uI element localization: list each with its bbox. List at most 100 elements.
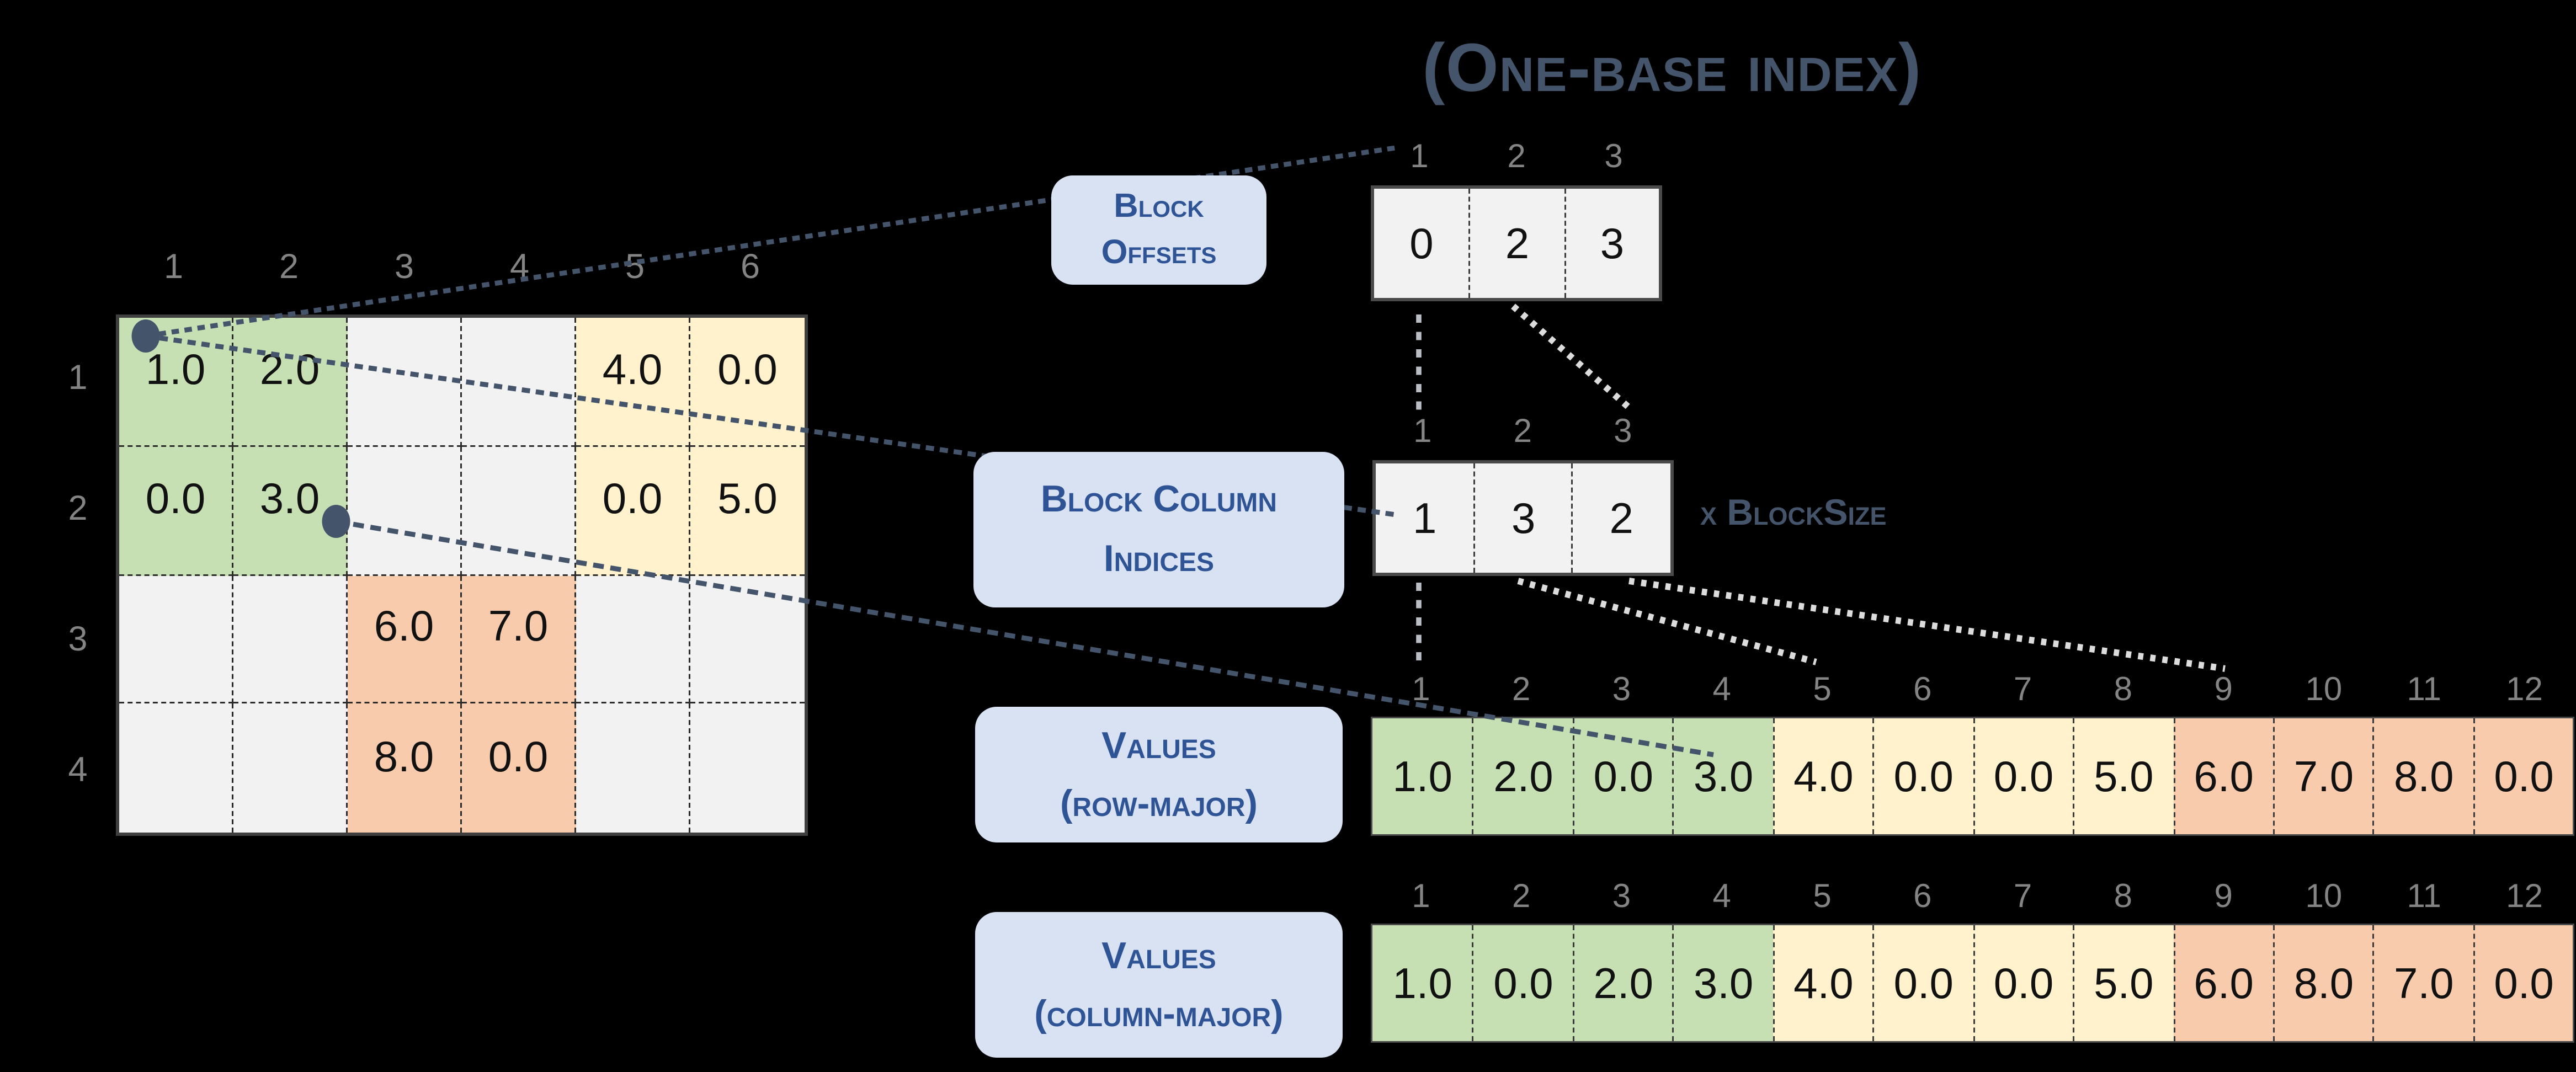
array-cell: 6.0 [2173, 718, 2273, 834]
array-index: 4 [1712, 672, 1731, 708]
array-cell: 0.0 [1572, 718, 1673, 834]
array-cell: 2 [1468, 189, 1564, 298]
array-index: 6 [1913, 879, 1932, 915]
matrix-row-headers: 1 2 3 4 [56, 314, 99, 836]
array-index: 2 [1511, 879, 1531, 915]
matrix-cell: 0.0 [462, 703, 576, 833]
badge-label-line: (column-major) [1034, 993, 1284, 1034]
array-cell-hatched: 2 [1571, 463, 1670, 573]
values-column-major-badge: Values (column-major) [975, 912, 1343, 1058]
matrix-cell: 1.0 [119, 318, 233, 447]
array-cell: 3 [1563, 189, 1659, 298]
matrix-cell [233, 575, 348, 704]
array-cell: 1.0 [1372, 925, 1473, 1041]
array-index: 8 [2114, 672, 2133, 708]
matrix-row-header: 2 [68, 490, 88, 529]
array-index: 1 [1412, 879, 1430, 915]
matrix-cell [690, 703, 805, 833]
array-index: 2 [1513, 414, 1532, 450]
matrix-cell: 7.0 [462, 575, 576, 704]
array-index: 2 [1511, 672, 1531, 708]
block-column-indices-headers: 1 2 3 [1372, 414, 1673, 452]
matrix-cell: 0.0 [576, 446, 690, 575]
block-offsets-headers: 1 2 3 [1371, 139, 1662, 177]
array-cell: 5.0 [2073, 925, 2173, 1041]
array-cell: 0.0 [1972, 718, 2073, 834]
array-index: 10 [2305, 879, 2343, 915]
array-index: 12 [2506, 879, 2543, 915]
block-offsets-array: 0 2 3 [1371, 185, 1662, 301]
matrix-cell [348, 446, 462, 575]
badge-label-line: Block Column [1040, 478, 1278, 520]
array-cell: 5.0 [2073, 718, 2173, 834]
matrix-cell [576, 575, 690, 704]
badge-label-line: Values [1101, 725, 1216, 766]
matrix-col-header: 3 [394, 248, 414, 286]
array-cell: 8.0 [2373, 718, 2473, 834]
matrix-col-header: 6 [741, 248, 760, 286]
array-index: 8 [2114, 879, 2133, 915]
array-cell: 3.0 [1672, 718, 1773, 834]
matrix-cell [690, 575, 805, 704]
array-index: 1 [1410, 139, 1429, 175]
badge-label-line: Block [1114, 187, 1204, 225]
values-row-major-badge: Values (row-major) [975, 707, 1343, 842]
array-cell: 3.0 [1672, 925, 1773, 1041]
array-index: 7 [2013, 672, 2032, 708]
matrix-cell: 0.0 [690, 318, 805, 447]
array-index: 3 [1604, 139, 1623, 175]
array-index: 12 [2506, 672, 2543, 708]
array-cell: 4.0 [1773, 718, 1873, 834]
matrix-row-header: 3 [68, 620, 88, 659]
array-index: 7 [2013, 879, 2032, 915]
matrix-col-header: 4 [510, 248, 530, 286]
index2-to-value5-line [1517, 578, 1817, 665]
array-index: 3 [1612, 672, 1631, 708]
blocksize-note: x BlockSize [1700, 492, 1887, 533]
array-index: 9 [2214, 672, 2233, 708]
array-cell: 7.0 [2373, 925, 2473, 1041]
sparse-matrix-grid: 1.0 2.0 4.0 0.0 0.0 3.0 0.0 5.0 6.0 7.0 … [116, 314, 808, 836]
block-column-indices-array: 1 3 2 [1372, 460, 1673, 576]
index3-to-value9-line [1628, 578, 2226, 672]
array-index: 4 [1712, 879, 1731, 915]
array-index: 11 [2407, 672, 2441, 708]
array-index: 3 [1612, 879, 1631, 915]
matrix-column-headers: 1 2 3 4 5 6 [116, 248, 808, 288]
matrix-cell [233, 703, 348, 833]
badge-label-line: Values [1101, 935, 1216, 977]
array-cell: 4.0 [1773, 925, 1873, 1041]
array-cell: 0 [1374, 189, 1469, 298]
matrix-cell [576, 703, 690, 833]
values-column-major-array: 1.0 0.0 2.0 3.0 4.0 0.0 0.0 5.0 6.0 8.0 … [1371, 924, 2575, 1043]
block-column-indices-badge: Block Column Indices [973, 452, 1344, 607]
array-index: 11 [2407, 879, 2441, 915]
array-cell: 0.0 [1472, 925, 1573, 1041]
matrix-cell [119, 703, 233, 833]
matrix-cell [462, 446, 576, 575]
array-cell: 2.0 [1472, 718, 1573, 834]
array-cell: 8.0 [2272, 925, 2373, 1041]
matrix-cell: 0.0 [119, 446, 233, 575]
values-row-major-array: 1.0 2.0 0.0 3.0 4.0 0.0 0.0 5.0 6.0 7.0 … [1371, 717, 2575, 836]
values-column-major-headers: 1 2 3 4 5 6 7 8 9 10 11 12 [1371, 879, 2575, 917]
array-cell: 1 [1376, 463, 1474, 573]
matrix-cell: 8.0 [348, 703, 462, 833]
array-index: 1 [1412, 672, 1430, 708]
array-index: 5 [1813, 672, 1832, 708]
array-index: 3 [1614, 414, 1632, 450]
array-cell: 0.0 [2473, 718, 2573, 834]
matrix-cell: 3.0 [233, 446, 348, 575]
array-index: 10 [2305, 672, 2343, 708]
array-index: 9 [2214, 879, 2233, 915]
array-cell: 1.0 [1372, 718, 1473, 834]
values-row-major-headers: 1 2 3 4 5 6 7 8 9 10 11 12 [1371, 672, 2575, 710]
matrix-cell: 4.0 [576, 318, 690, 447]
badge-label-line: Indices [1103, 538, 1215, 579]
matrix-col-header: 2 [279, 248, 299, 286]
array-cell: 2.0 [1572, 925, 1673, 1041]
array-cell: 6.0 [2173, 925, 2273, 1041]
array-cell: 0.0 [1872, 718, 1973, 834]
array-cell: 7.0 [2272, 718, 2373, 834]
